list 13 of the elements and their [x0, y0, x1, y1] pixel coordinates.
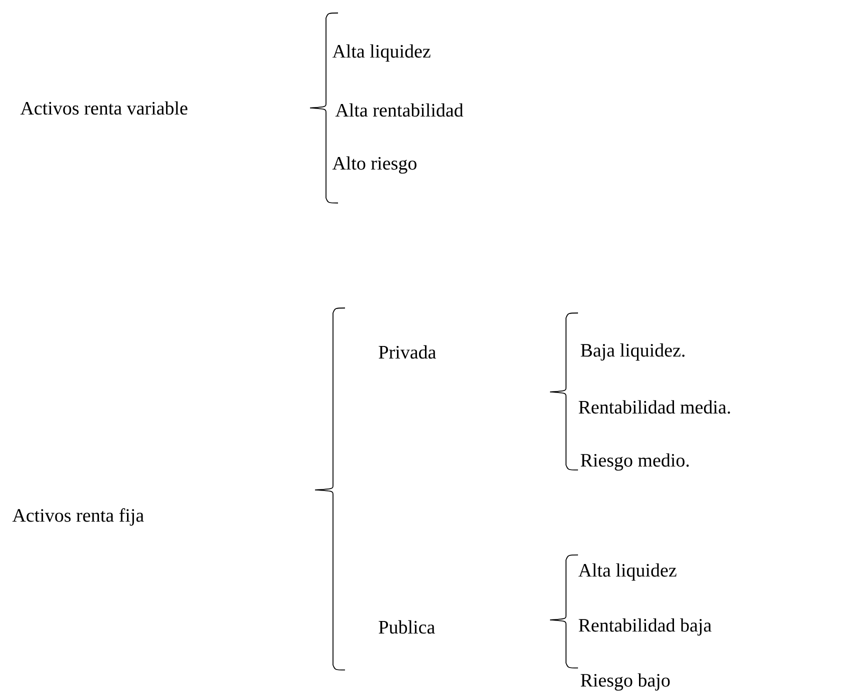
label-text: Alta liquidez	[578, 563, 676, 581]
label-text: Alto riesgo	[332, 156, 416, 174]
label-text: Privada	[378, 345, 436, 359]
label-text: Alta liquidez	[332, 44, 430, 62]
label-text: Riesgo medio.	[580, 453, 689, 471]
label-text: Riesgo bajo	[580, 673, 670, 691]
label-text: Activos renta fija	[12, 508, 144, 526]
label-text: Publica	[378, 620, 435, 634]
label-text: Alta rentabilidad	[335, 103, 464, 117]
label-text: Rentabilidad media.	[578, 400, 730, 414]
label-text: Rentabilidad baja	[578, 618, 712, 636]
label-text: Activos renta variable	[20, 101, 188, 115]
label-text: Baja liquidez.	[580, 343, 684, 361]
